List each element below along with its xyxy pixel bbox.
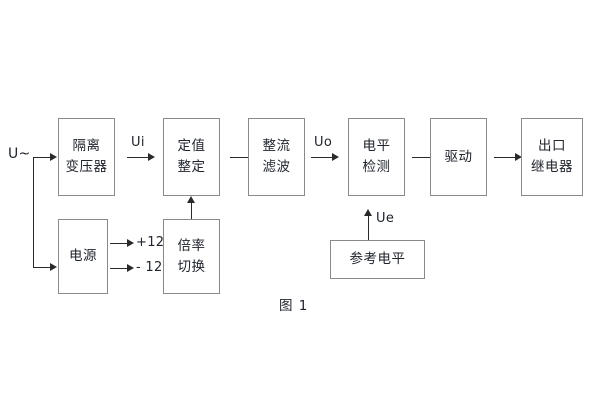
arrowhead-multiplier-to-setpoint xyxy=(186,196,195,203)
arrowhead-rail-positive xyxy=(127,238,134,247)
block-line: 整流 xyxy=(262,138,291,155)
block-line: 检测 xyxy=(362,159,391,175)
block-rectify-filter[interactable]: 整流 滤波 xyxy=(248,118,305,196)
connector-rail-positive xyxy=(110,243,128,244)
figure-caption: 图 1 xyxy=(279,298,309,314)
connector-multiplier-to-setpoint xyxy=(191,200,192,219)
block-line: 定值 xyxy=(177,138,206,155)
block-isolation-transformer[interactable]: 隔离 变压器 xyxy=(58,118,115,196)
arrowhead-drive-to-output-relay xyxy=(515,152,522,161)
signal-label-ui: Ui xyxy=(131,135,145,150)
block-line: 出口 xyxy=(538,138,566,155)
block-level-detect[interactable]: 电平 检测 xyxy=(348,118,405,196)
block-output-relay[interactable]: 出口 继电器 xyxy=(521,118,583,196)
connector-reference-to-level-detect xyxy=(368,214,369,240)
signal-label-uo: Uo xyxy=(314,135,333,150)
block-line: 变压器 xyxy=(65,159,108,175)
block-reference-level[interactable]: 参考电平 xyxy=(330,240,425,279)
connector-drive-to-output-relay xyxy=(494,157,516,158)
block-line: 滤波 xyxy=(262,159,291,175)
block-drive[interactable]: 驱动 xyxy=(430,118,487,196)
block-line: 整定 xyxy=(177,159,206,175)
connector-level-detect-to-drive xyxy=(412,157,434,158)
arrowhead-u-to-power-supply xyxy=(50,262,57,271)
block-line: 继电器 xyxy=(531,159,573,175)
input-source-label: U~ xyxy=(8,146,31,162)
connector-rectify-to-level-detect xyxy=(311,157,333,158)
block-multiplier-switch[interactable]: 倍率 切换 xyxy=(163,219,220,294)
block-line: 隔离 xyxy=(72,138,101,155)
block-line: 电平 xyxy=(362,138,391,155)
block-line: 驱动 xyxy=(444,148,473,165)
connector-u-to-power-supply xyxy=(33,267,51,268)
connector-transformer-to-setpoint xyxy=(127,157,149,158)
arrowhead-reference-to-level-detect xyxy=(363,209,372,216)
block-setpoint-adjust[interactable]: 定值 整定 xyxy=(163,118,220,196)
arrowhead-u-to-transformer xyxy=(50,152,57,161)
block-power-supply[interactable]: 电源 xyxy=(58,219,108,294)
arrowhead-rectify-to-level-detect xyxy=(332,152,339,161)
block-line: 电源 xyxy=(69,248,97,265)
connector-setpoint-to-rectify xyxy=(230,157,252,158)
block-line: 切换 xyxy=(177,258,206,275)
connector-u-to-transformer xyxy=(33,157,51,158)
arrowhead-rail-negative xyxy=(127,263,134,272)
connector-rail-negative xyxy=(110,268,128,269)
rail-label-negative: - 12V xyxy=(136,260,172,275)
connector-input-branch-vertical xyxy=(33,157,34,267)
arrowhead-transformer-to-setpoint xyxy=(148,152,155,161)
signal-label-ue: Ue xyxy=(376,211,395,226)
block-line: 倍率 xyxy=(177,237,206,254)
block-line: 参考电平 xyxy=(349,251,406,268)
